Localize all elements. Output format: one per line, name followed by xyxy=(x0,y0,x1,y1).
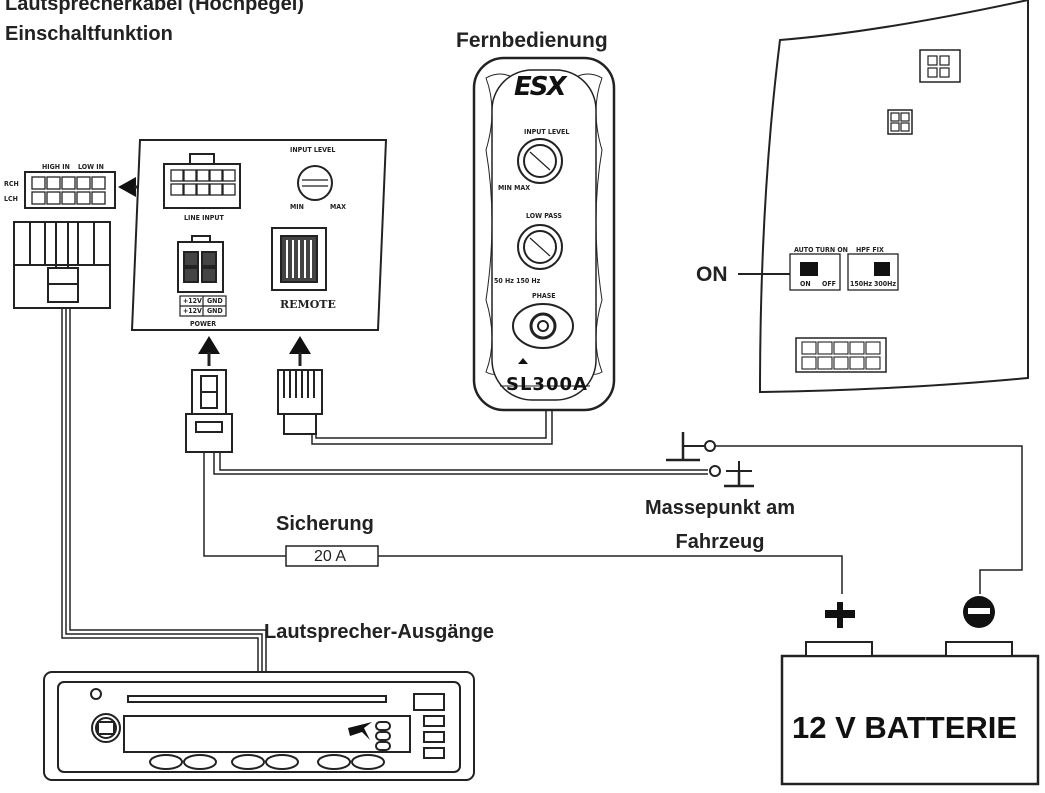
panel-line-input: LINE INPUT xyxy=(184,214,224,222)
remote-input-level: INPUT LEVEL xyxy=(524,128,570,136)
fuse-title: Sicherung xyxy=(276,513,374,535)
arrow-up-remote xyxy=(289,336,311,354)
switch-on-label: Einschaltfunktion xyxy=(5,23,173,45)
battery-label: 12 V BATTERIE xyxy=(792,710,1018,745)
remote-phase: PHASE xyxy=(532,292,556,300)
remote-brand: ESX xyxy=(514,72,567,102)
conn-lch: LCH xyxy=(4,195,18,203)
arrow-up-power xyxy=(198,336,220,354)
panel-min: MIN xyxy=(290,203,304,211)
side-hpf: HPF FIX xyxy=(856,246,884,254)
remote-title: Fernbedienung xyxy=(456,29,608,52)
rj-plug xyxy=(277,369,323,435)
side-f2: 300Hz xyxy=(874,280,897,288)
remote-freq: 50 Hz 150 Hz xyxy=(494,277,541,285)
remote-min-max: MIN MAX xyxy=(498,184,531,192)
panel-input-level: INPUT LEVEL xyxy=(290,146,336,154)
panel-gnd-a: GND xyxy=(207,297,223,305)
panel-12v-b: +12V xyxy=(183,307,202,315)
panel-max: MAX xyxy=(330,203,346,211)
ground-label-line2: Fahrzeug xyxy=(675,531,765,553)
power-plug xyxy=(185,369,233,453)
panel-remote: REMOTE xyxy=(280,298,336,311)
fuse xyxy=(285,545,379,567)
panel-12v-a: +12V xyxy=(183,297,202,305)
fuse-value: 20 A xyxy=(314,548,347,565)
remote-control xyxy=(472,56,616,412)
arrow-left xyxy=(118,177,136,197)
side-auto-turn-on: AUTO TURN ON xyxy=(794,246,848,254)
head-unit xyxy=(43,671,475,781)
top-cut-label: Lautsprecherkabel (Hochpegel) xyxy=(5,0,304,15)
panel-power: POWER xyxy=(190,320,217,328)
ground-label-line1: Massepunkt am xyxy=(644,497,796,519)
side-f1: 150Hz xyxy=(850,280,873,288)
side-on: ON xyxy=(800,280,811,288)
side-panel xyxy=(758,0,1029,394)
panel-gnd-b: GND xyxy=(207,307,223,315)
remote-low-pass: LOW PASS xyxy=(526,212,562,220)
remote-model: SL300A xyxy=(506,374,588,395)
conn-rch: RCH xyxy=(4,180,19,188)
speaker-out-label: Lautsprecher-Ausgänge xyxy=(264,621,495,643)
on-label: ON xyxy=(696,263,728,286)
conn-high-in: HIGH IN xyxy=(42,163,70,171)
side-off: OFF xyxy=(822,280,836,288)
battery xyxy=(780,596,1040,786)
high-level-connector xyxy=(13,171,116,309)
conn-low-in: LOW IN xyxy=(78,163,104,171)
amp-panel xyxy=(130,139,388,331)
